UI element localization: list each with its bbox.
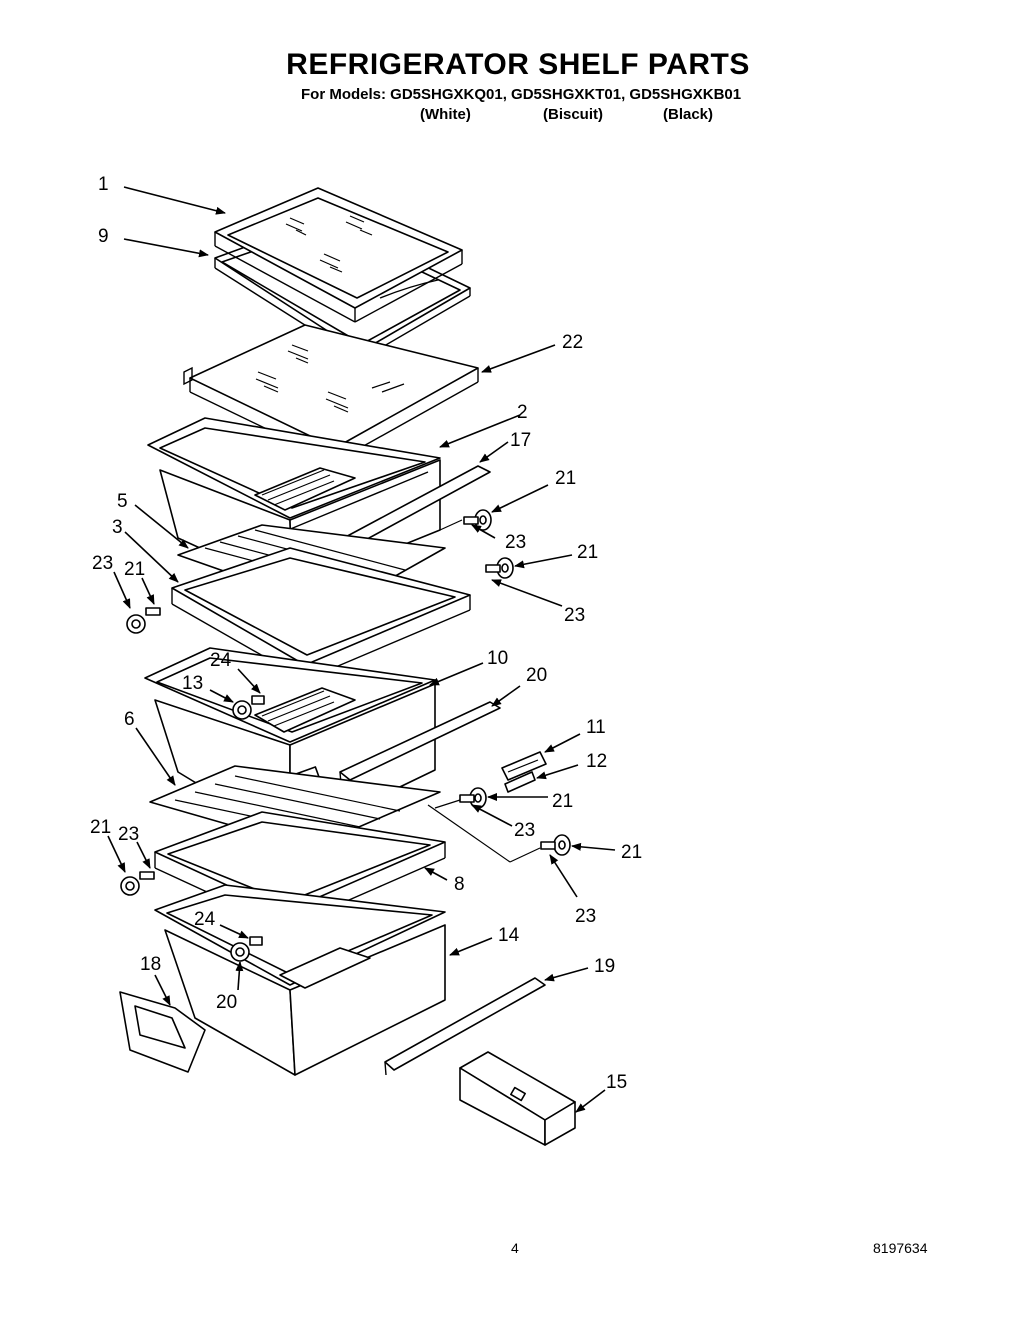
callout-23-e: 23 (118, 824, 139, 845)
callout-12: 12 (586, 751, 607, 772)
page-title: REFRIGERATOR SHELF PARTS (286, 48, 750, 81)
callout-23-b: 21 (124, 559, 145, 580)
part-8-shelf-frame (154, 811, 446, 929)
callout-1: 1 (98, 174, 109, 195)
callout-8: 8 (454, 874, 465, 895)
callout-23-a: 23 (505, 532, 526, 553)
page-number: 4 (511, 1240, 519, 1256)
callout-5: 5 (117, 491, 128, 512)
callout-21-b: 21 (577, 542, 598, 563)
callout-21-f: 21 (621, 842, 642, 863)
callout-14: 14 (498, 925, 520, 946)
callout-24-b: 24 (194, 909, 216, 930)
callout-6: 6 (124, 709, 135, 730)
callout-9: 9 (98, 226, 109, 247)
document-number: 8197634 (873, 1240, 928, 1256)
drawer-wheels (230, 695, 265, 962)
callout-20-a: 13 (182, 673, 203, 694)
part-15-bin (459, 1051, 576, 1146)
callout-19: 19 (594, 956, 615, 977)
color-label-white: (White) (420, 106, 471, 123)
callout-23-c: 23 (564, 605, 585, 626)
callout-2: 2 (517, 402, 528, 423)
callout-21-a: 21 (555, 468, 576, 489)
leader-lines (107, 186, 616, 1113)
part-18-panel (119, 991, 206, 1073)
color-label-black: (Black) (663, 106, 714, 123)
roller-wheels (120, 509, 571, 896)
callout-21-e: 21 (90, 817, 111, 838)
color-label-biscuit: (Biscuit) (543, 106, 603, 123)
callout-11: 11 (586, 717, 606, 738)
connector-lines (427, 519, 541, 863)
callout-15: 15 (606, 1072, 627, 1093)
part-12-bracket (504, 771, 536, 793)
part-19-drawer-trim (384, 977, 546, 1076)
callout-3: 3 (112, 517, 123, 538)
callout-17: 17 (510, 430, 531, 451)
callout-23-f: 23 (575, 906, 596, 927)
callout-21-c: 23 (92, 553, 113, 574)
callout-labels: 1 9 22 2 17 21 5 3 23 21 23 21 23 24 10 … (90, 174, 642, 1093)
callout-20-b: 20 (216, 992, 237, 1013)
part-11-bracket (501, 751, 547, 781)
part-1-glass-shelf (214, 187, 463, 323)
callout-21-d: 21 (552, 791, 573, 812)
callout-18: 18 (140, 954, 161, 975)
callout-10: 10 (487, 648, 508, 669)
callout-13: 20 (526, 665, 547, 686)
callout-24-a: 24 (210, 650, 232, 671)
callout-22: 22 (562, 332, 583, 353)
model-list: For Models: GD5SHGXKQ01, GD5SHGXKT01, GD… (301, 86, 742, 103)
screws (139, 516, 556, 880)
callout-23-d: 23 (514, 820, 535, 841)
